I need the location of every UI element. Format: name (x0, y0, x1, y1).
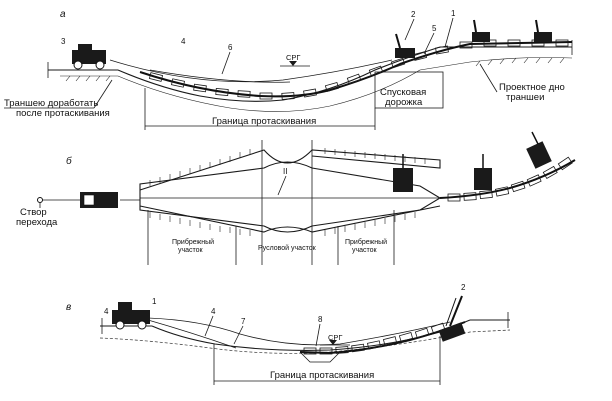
marker-4-v: 4 (211, 307, 216, 316)
trench-plan-outline (139, 161, 442, 233)
marker-1-a: 1 (451, 9, 456, 18)
marker-4-a: 4 (181, 37, 186, 46)
marker-2-v: 2 (461, 283, 466, 292)
panel-b-letter: б (66, 155, 72, 167)
marker-II-b: II (283, 167, 287, 176)
leader-II-b (277, 175, 287, 196)
pipeline-segments-b (447, 156, 573, 202)
water-level-marker-v (329, 340, 337, 345)
winch-tractor-b (80, 192, 118, 208)
coastal-right-label-2: участок (352, 247, 378, 254)
marker-5-a: 5 (432, 24, 437, 33)
trench-finish-leader (93, 79, 113, 109)
cable-7-v (147, 319, 237, 349)
coastal-left-label-1: Прибрежный (172, 238, 214, 246)
leader-4-v (204, 315, 214, 337)
design-bottom-label-1: Проектное дно (499, 82, 565, 93)
guide-line-6 (149, 69, 291, 83)
crossing-label-2: перехода (16, 217, 58, 228)
design-bottom-label-2: траншеи (506, 92, 544, 103)
pull-cable (109, 59, 393, 83)
trench-plan-bottom-slope (139, 205, 441, 233)
water-level-label-v: СРГ (328, 333, 342, 342)
leader-6-a (221, 51, 231, 75)
pipelayer-b-3 (526, 131, 552, 169)
panel-a: а (4, 9, 573, 130)
pipelayer-b-1 (393, 154, 413, 192)
trench-plan-top-slope (139, 149, 441, 191)
pipeline-segments (148, 39, 569, 100)
pipeline-string (139, 41, 573, 98)
pipelayer-b-2 (474, 154, 492, 190)
crossing-point (37, 197, 43, 203)
leader-7-v (233, 325, 244, 345)
trench-finish-label-2: после протаскивания (16, 108, 110, 119)
marker-3-a: 3 (61, 37, 66, 46)
pipeline-string-b (439, 159, 576, 199)
trench-plan-hatching (149, 148, 426, 236)
marker-7-v: 7 (241, 317, 246, 326)
leader-5-a (423, 32, 435, 55)
marker-2-a: 2 (411, 10, 416, 19)
winch-tractor-a (72, 44, 106, 70)
pipelayer-v (438, 295, 466, 342)
leader-1-a (444, 17, 454, 48)
winch-tractor-v (112, 302, 150, 330)
marker-1-v: 1 (152, 297, 157, 306)
trench-profile (117, 46, 441, 102)
slipway-label-1: Спусковая (380, 87, 426, 98)
design-bottom-v (99, 329, 511, 354)
leader-2-a (404, 18, 415, 41)
design-bottom-leader (479, 63, 498, 93)
trench-finish-label-1: Траншею доработать (4, 98, 98, 109)
pipelayer-a-2 (472, 19, 490, 42)
coastal-left-label-2: участок (178, 247, 204, 254)
trench-profile-v (151, 319, 471, 351)
panel-v-letter: в (66, 302, 71, 313)
pull-boundary-label-v: Граница протаскивания (270, 370, 374, 381)
panel-b: б (16, 131, 576, 265)
leader-8-v (315, 323, 321, 347)
bed-hatching (65, 57, 565, 82)
panel-v: в СРГ (66, 283, 511, 385)
marker-8-v: 8 (318, 315, 323, 324)
pipelayer-a-1 (395, 33, 415, 58)
marker-4-v-left: 4 (104, 307, 109, 316)
pipelayer-a-3 (534, 19, 552, 42)
water-level-marker-a (289, 61, 297, 66)
crossing-label-1: Створ (20, 207, 47, 218)
marker-6-a: 6 (228, 43, 233, 52)
channel-pit-v (299, 351, 341, 363)
water-level-label-a: СРГ (286, 53, 300, 62)
pull-boundary-label-a: Граница протаскивания (212, 116, 316, 127)
coastal-right-label-1: Прибрежный (345, 238, 387, 246)
slipway-box (374, 71, 444, 109)
slipway-label-2: дорожка (385, 97, 423, 108)
panel-a-letter: а (60, 9, 66, 20)
river-bed-line (60, 57, 573, 112)
pull-cable-v (147, 317, 451, 346)
channel-label: Русловой участок (258, 244, 317, 252)
